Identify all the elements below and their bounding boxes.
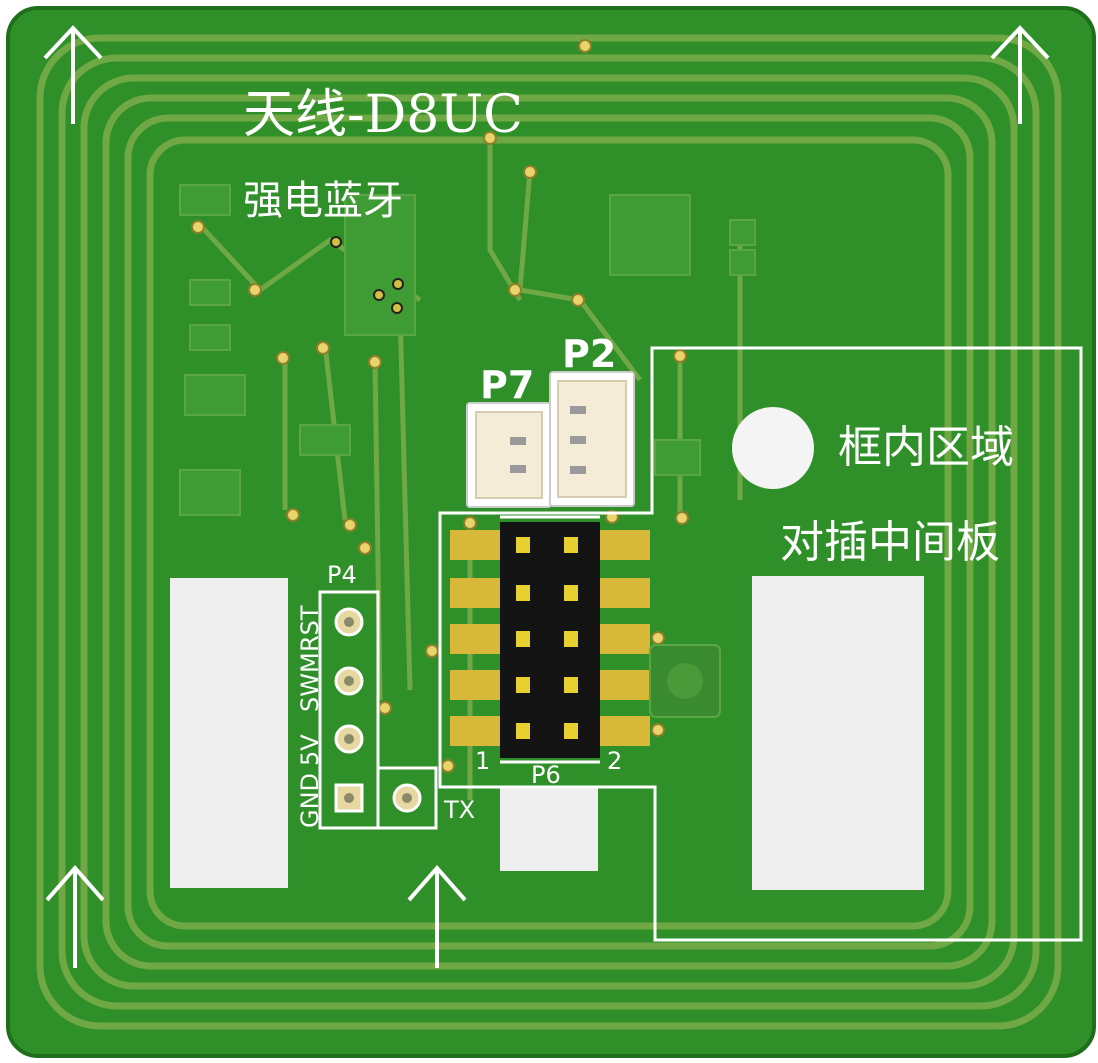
- board-title: 天线-D8UC: [243, 85, 523, 145]
- p2-connector: [549, 371, 635, 507]
- left-cutout: [170, 578, 288, 888]
- pin-label-gnd: GND: [296, 773, 324, 828]
- p7-label: P7: [480, 363, 534, 407]
- p6-label: P6: [531, 761, 561, 789]
- p2-label: P2: [562, 332, 616, 376]
- arrow-up-icon: [43, 25, 1050, 968]
- board-subtitle: 强电蓝牙: [243, 178, 403, 224]
- right-cutout: [752, 576, 924, 890]
- dark-vias: [330, 236, 404, 314]
- mounting-hole: [732, 407, 814, 489]
- insert-zone-outline: [438, 346, 1083, 942]
- p4-label: P4: [327, 561, 357, 589]
- pin-label-swm: SWM: [296, 652, 324, 712]
- smd-components: [179, 184, 756, 516]
- pin-label-rst: RST: [296, 605, 324, 652]
- smd-button: [649, 644, 721, 718]
- p4-header: [318, 590, 438, 830]
- p6-pin2-label: 2: [607, 747, 622, 775]
- bottom-cutout: [500, 787, 598, 871]
- pin-label-5v: 5V: [296, 734, 324, 766]
- tx-label: TX: [443, 796, 475, 824]
- antenna-coil: [36, 34, 1062, 1030]
- zone-label-line1: 框内区域: [838, 422, 1014, 473]
- p7-connector: [466, 402, 552, 508]
- p6-header: [450, 515, 650, 764]
- p6-pin1-label: 1: [475, 747, 490, 775]
- zone-label-line2: 对插中间板: [780, 517, 1000, 568]
